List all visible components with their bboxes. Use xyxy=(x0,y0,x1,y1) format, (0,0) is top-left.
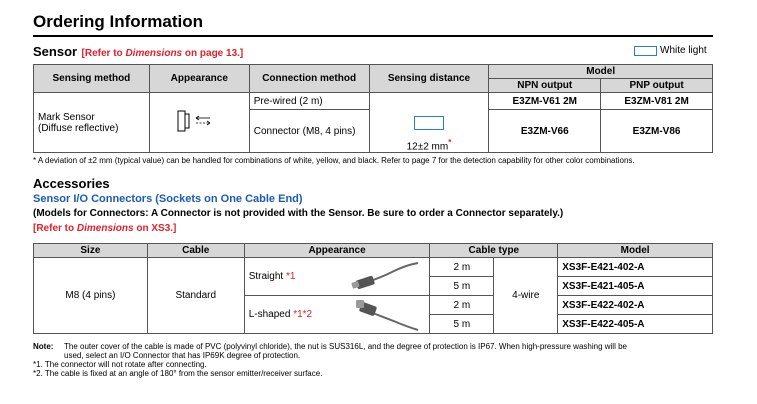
accessories-note: Note: The outer cover of the cable is ma… xyxy=(33,342,723,378)
cell-straight: Straight *1 xyxy=(243,257,431,296)
th-appearance: Appearance xyxy=(148,64,250,93)
cell-pnp-1: E3ZM-V81 2M xyxy=(600,92,713,110)
cell-connection-connector: Connector (M8, 4 pins) xyxy=(248,109,370,153)
accessories-subheading: Sensor I/O Connectors (Sockets on One Ca… xyxy=(33,193,303,205)
cell-npn-1: E3ZM-V61 2M xyxy=(488,92,602,110)
note-line2: used, select an I/O Connector that has I… xyxy=(64,351,301,360)
connector-table: Size Cable Appearance Cable type Model M… xyxy=(33,243,713,334)
th-distance: Sensing distance xyxy=(368,64,490,93)
cell-length-4: 5 m xyxy=(429,314,495,334)
note-label: Note: xyxy=(33,342,54,351)
ref-italic: Dimensions xyxy=(125,48,183,59)
cell-acc-model-4: XS3F-E422-405-A xyxy=(557,314,713,334)
th-acc-model: Model xyxy=(557,243,713,258)
cell-npn-2: E3ZM-V66 xyxy=(488,109,602,153)
sensing-method-line2: (Diffuse reflective) xyxy=(38,122,119,134)
th-model: Model xyxy=(488,64,713,79)
accessories-heading: Accessories xyxy=(33,176,110,191)
accessories-ref: [Refer to Dimensions on XS3.] xyxy=(33,223,176,234)
straight-label: Straight xyxy=(248,271,286,282)
cell-acc-model-1: XS3F-E421-402-A xyxy=(557,257,713,277)
lshaped-mark1: *1 xyxy=(293,309,303,320)
cell-sensing-method: Mark Sensor (Diffuse reflective) xyxy=(33,92,150,153)
straight-mark: *1 xyxy=(285,271,296,282)
legend: White light xyxy=(634,45,707,56)
cell-sensor-appearance xyxy=(148,92,250,153)
ref-suffix: on page 13.] xyxy=(182,48,244,59)
th-acc-appearance: Appearance xyxy=(243,243,431,258)
sensor-icon xyxy=(177,110,211,132)
ref-prefix: [Refer to xyxy=(81,48,126,59)
cell-acc-model-3: XS3F-E422-402-A xyxy=(557,295,713,315)
sensor-table: Sensing method Appearance Connection met… xyxy=(33,64,713,153)
legend-swatch xyxy=(634,45,657,56)
th-sensing-method: Sensing method xyxy=(33,64,150,93)
cell-length-2: 5 m xyxy=(429,276,495,296)
th-pnp: PNP output xyxy=(600,78,713,93)
cell-size: M8 (4 pins) xyxy=(33,257,148,334)
straight-connector-icon xyxy=(351,262,418,290)
cell-wire: 4-wire xyxy=(493,257,559,334)
sensing-method-line1: Mark Sensor xyxy=(38,111,95,123)
sensor-ref: [Refer to Dimensions on page 13.] xyxy=(82,48,244,59)
footnote-2: *2. The cable is fixed at an angle of 18… xyxy=(33,369,323,378)
th-cable-type: Cable type xyxy=(429,243,559,258)
cell-pnp-2: E3ZM-V86 xyxy=(600,109,713,153)
lshaped-label: L-shaped xyxy=(248,309,294,320)
cell-length-3: 2 m xyxy=(429,295,495,315)
sensor-heading: Sensor xyxy=(33,44,78,59)
cell-connection-prewired: Pre-wired (2 m) xyxy=(248,92,370,110)
lshaped-mark2: *2 xyxy=(302,309,313,320)
title-rule xyxy=(33,35,713,37)
footnote-1: *1. The connector will not rotate after … xyxy=(33,360,207,369)
acc-ref-italic: Dimensions xyxy=(76,223,134,234)
note-line1: The outer cover of the cable is made of … xyxy=(64,342,627,351)
page-title: Ordering Information xyxy=(33,12,203,31)
cell-cable: Standard xyxy=(146,257,245,334)
lshaped-connector-icon xyxy=(355,300,418,331)
th-connection: Connection method xyxy=(248,64,370,93)
cell-distance: 12±2 mm* xyxy=(368,92,490,153)
legend-label: White light xyxy=(660,45,707,56)
acc-ref-prefix: [Refer to xyxy=(33,223,77,234)
distance-white-light-bar xyxy=(413,115,444,130)
cell-acc-model-2: XS3F-E421-405-A xyxy=(557,276,713,296)
th-npn: NPN output xyxy=(488,78,602,93)
th-size: Size xyxy=(33,243,148,258)
sensor-heading-row: Sensor [Refer to Dimensions on page 13.] xyxy=(33,43,243,61)
sensor-footnote: * A deviation of ±2 mm (typical value) c… xyxy=(33,156,635,165)
acc-ref-suffix: on XS3.] xyxy=(133,223,177,234)
cell-lshaped: L-shaped *1*2 xyxy=(243,295,431,334)
th-cable: Cable xyxy=(146,243,245,258)
distance-value: 12±2 mm xyxy=(406,141,449,152)
note-row: Note: The outer cover of the cable is ma… xyxy=(33,342,723,351)
accessories-models-note: (Models for Connectors: A Connector is n… xyxy=(33,208,564,219)
distance-mark: * xyxy=(448,137,452,147)
cell-length-1: 2 m xyxy=(429,257,495,277)
